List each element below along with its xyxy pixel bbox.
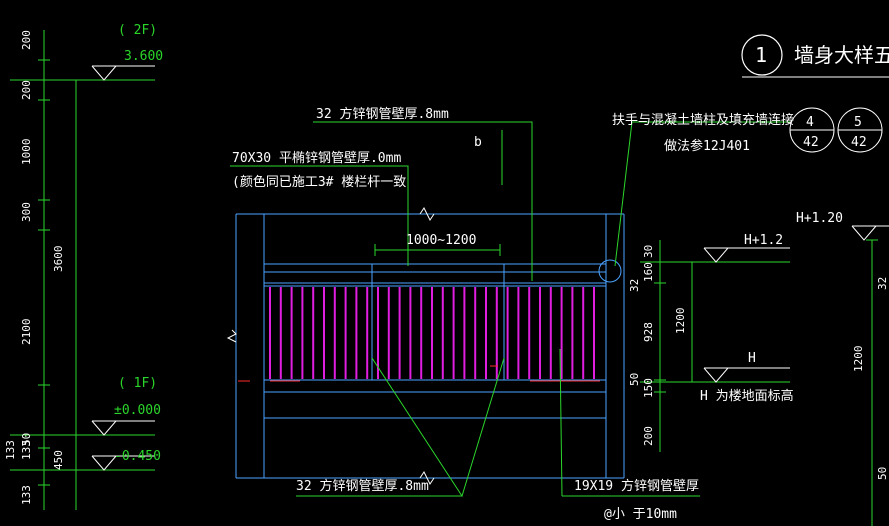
dim-133-b: 133 [20,440,33,460]
note-span: 1000~1200 [406,233,476,248]
note-handrail-connection: 扶手与混凝土墙柱及填充墙连接 [612,112,794,128]
level-markers-right [703,225,889,383]
dim-133-a: 133 [4,440,17,460]
leader-lines [230,121,790,497]
note-flat-tube-size: 70X30 平椭锌钢管壁厚.0mm [232,150,401,166]
note-tube-top: 32 方锌钢管壁厚.8mm [316,106,449,122]
note-handrail-method: 做法参12J401 [664,138,750,154]
note-tube-bottom: 32 方锌钢管壁厚.8mm [296,478,429,494]
rdim-200: 200 [642,426,655,446]
title-text: 墙身大样五 [794,43,889,67]
floor-line [238,365,600,382]
dim-2100: 2100 [20,319,33,346]
dim-133-c: 133 [20,485,33,505]
baluster-group [269,287,595,379]
dim-3600: 3600 [52,246,65,273]
ref-5-top: 5 [854,115,862,130]
dim-450: 450 [52,450,65,470]
dim-50: 50 [20,433,33,446]
level-h-plus-12: H+1.2 [744,233,783,248]
rdim-32: 32 [628,279,641,292]
rdim-1200: 1200 [674,308,687,335]
note-flat-tube-color: (颜色同已施工3# 楼栏杆一致 [232,174,406,190]
elev-ground-label: -0.450 [114,449,161,464]
watermark: @小 于10mm [604,507,677,522]
handrail-connection-circle [598,259,622,283]
rdim-160: 160 [642,262,655,282]
title-circle [741,34,783,76]
dim-200-a: 200 [20,30,33,50]
railing-frame [235,213,625,479]
ref-5-bottom: 42 [851,135,867,150]
elev-1f-label: ±0.000 [114,403,161,418]
right-dimension-chain [640,239,878,526]
left-dimension-chain [10,30,155,510]
level-h-plus-120: H+1.20 [796,211,843,226]
dim-1000: 1000 [20,139,33,166]
far-rdim-32: 32 [876,277,889,290]
rdim-50: 50 [628,373,641,386]
ref-circles [789,107,883,153]
dim-200-b: 200 [20,80,33,100]
break-symbols [226,207,435,485]
dim-300: 300 [20,202,33,222]
rdim-928: 928 [642,322,655,342]
note-square-tube: 19X19 方锌钢管壁厚 [574,478,699,494]
elev-2f-label: 3.600 [124,49,163,64]
title-number: 1 [755,43,767,67]
floor-2f-label: ( 2F) [118,23,157,38]
level-markers-left [91,65,155,471]
floor-1f-label: ( 1F) [118,376,157,391]
ref-4-bottom: 42 [803,135,819,150]
rdim-150: 150 [642,378,655,398]
far-rdim-50: 50 [876,467,889,480]
marker-b: b [474,135,482,150]
ref-4-top: 4 [806,115,814,130]
level-h: H [748,351,756,366]
rdim-30: 30 [642,245,655,258]
level-h-note: H 为楼地面标高 [700,388,794,404]
far-rdim-1200: 1200 [852,346,865,373]
